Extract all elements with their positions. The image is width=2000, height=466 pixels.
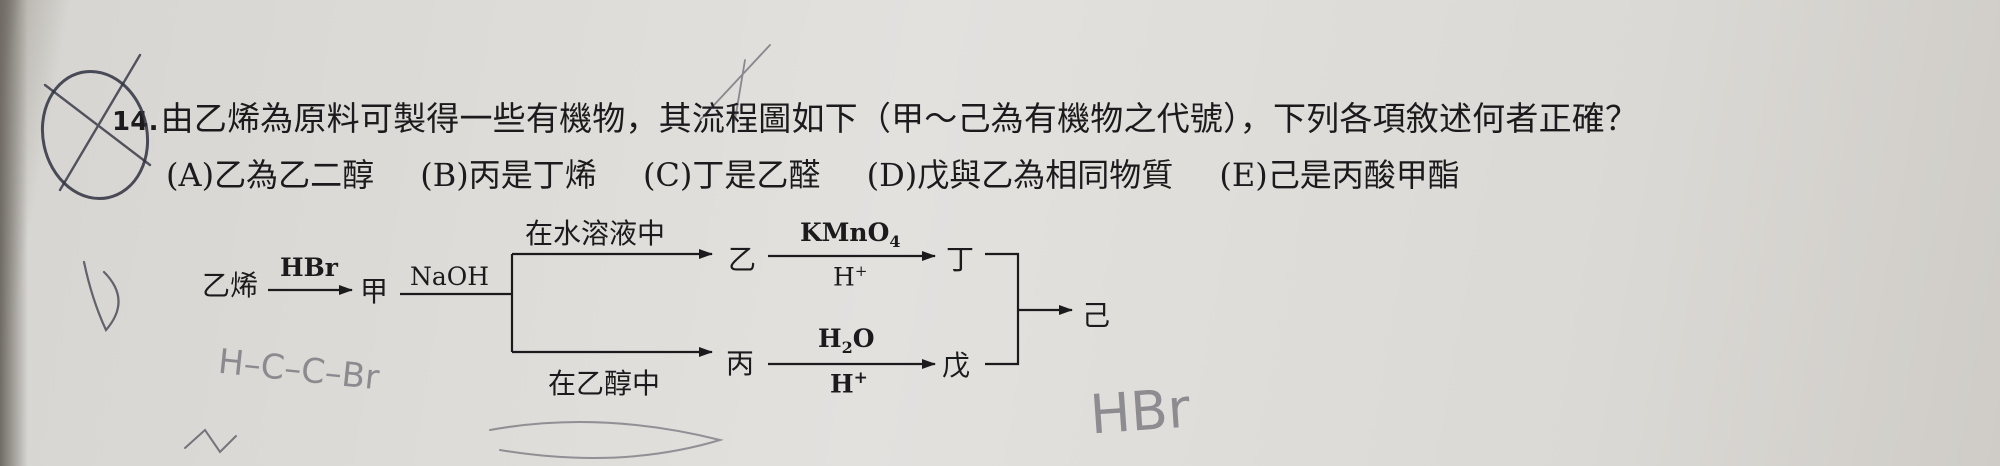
compound-bing: 丙 [726, 347, 755, 380]
merge-bracket [985, 252, 1020, 366]
compound-yi: 乙 [728, 243, 757, 276]
option-b: (B)丙是丁烯 [420, 156, 597, 194]
compound-ethene: 乙烯 [202, 269, 259, 302]
option-c: (C)丁是乙醛 [642, 156, 821, 194]
condition-aqueous: 在水溶液中 [525, 217, 666, 250]
options-row: (A)乙為乙二醇 (B)丙是丁烯 (C)丁是乙醛 (D)戊與乙為相同物質 (E)… [166, 150, 1496, 196]
compound-jia: 甲 [360, 275, 389, 308]
condition-ethanol: 在乙醇中 [548, 367, 661, 400]
reagent-hbr: HBr [280, 253, 338, 282]
reagent-acid-bottom: H+ [830, 368, 868, 399]
page-shadow [0, 0, 28, 466]
compound-ji: 己 [1082, 299, 1111, 332]
question-number: 14. [112, 107, 159, 137]
compound-wu: 戊 [942, 349, 971, 382]
reagent-naoh: NaOH [410, 262, 490, 291]
handwritten-note: HBr [1087, 376, 1192, 447]
option-d: (D)戊與乙為相同物質 [866, 156, 1174, 194]
option-e: (E)己是丙酸甲酯 [1219, 156, 1460, 194]
reagent-acid-top: H+ [833, 262, 868, 292]
compound-ding: 丁 [946, 243, 975, 276]
pencil-marks [40, 44, 771, 459]
option-a: (A)乙為乙二醇 [166, 156, 375, 194]
question-text: 由乙烯為原料可製得一些有機物，其流程圖如下（甲～己為有機物之代號），下列各項敘述… [160, 99, 1639, 138]
reagent-kmno4: KMnO4 [800, 218, 901, 251]
question-stem: 14.由乙烯為原料可製得一些有機物，其流程圖如下（甲～己為有機物之代號），下列各… [112, 92, 1638, 140]
reagent-water: H2O [818, 324, 875, 357]
